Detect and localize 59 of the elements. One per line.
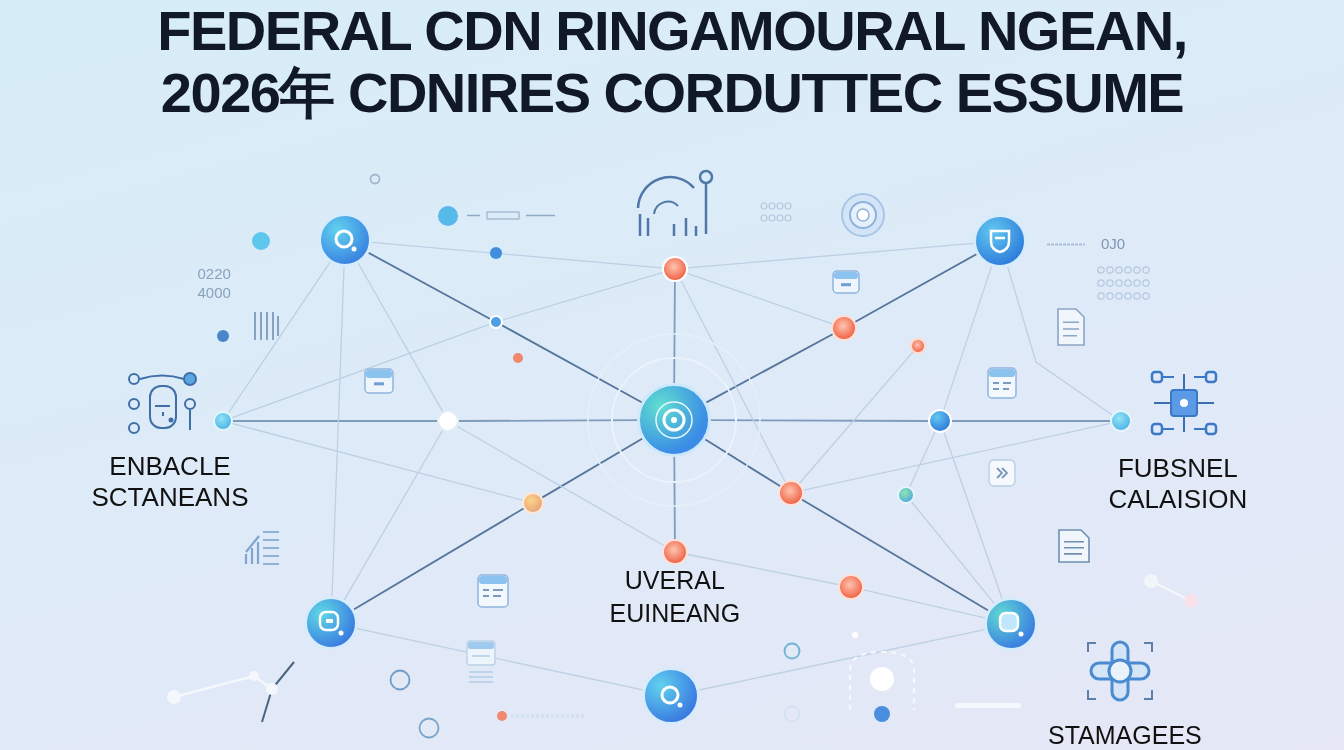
connector-line bbox=[331, 266, 345, 597]
title: FEDERAL CDN RINGAMOURAL NGEAN, 2026年 CDNIRES CORDUTTEC ESSUME bbox=[156, 0, 1188, 124]
node-circle bbox=[838, 574, 864, 600]
connector-line bbox=[803, 422, 1111, 491]
category-label: STAMAGEES bbox=[1048, 720, 1202, 750]
connector-line bbox=[705, 333, 834, 404]
connector-line bbox=[698, 628, 986, 691]
connector-line bbox=[357, 262, 444, 413]
node-circle bbox=[910, 338, 926, 354]
node-circle bbox=[522, 492, 544, 514]
connector-line bbox=[680, 279, 786, 483]
connector-line bbox=[456, 425, 665, 547]
connector-line bbox=[231, 323, 491, 419]
connector-line bbox=[371, 241, 663, 269]
hub-circle bbox=[984, 597, 1038, 651]
number-text: 4000 bbox=[197, 284, 231, 302]
node-circle bbox=[662, 256, 688, 282]
node-circle bbox=[897, 486, 915, 504]
connector-line bbox=[686, 272, 833, 325]
connector-line bbox=[943, 265, 993, 411]
connector-line bbox=[911, 501, 995, 604]
node-circle bbox=[213, 411, 233, 431]
node-circle bbox=[831, 315, 857, 341]
connector-line bbox=[704, 438, 781, 487]
connector-line bbox=[854, 253, 978, 323]
node-circle bbox=[778, 480, 804, 506]
connector-line bbox=[232, 420, 438, 422]
connector-line bbox=[687, 242, 974, 269]
category-label: FUBSNEL CALAISION bbox=[1108, 453, 1248, 515]
connector-line bbox=[951, 420, 1111, 422]
connector-line bbox=[367, 252, 491, 320]
connector-line bbox=[227, 261, 331, 414]
node-circle bbox=[489, 315, 503, 329]
connector-line bbox=[541, 437, 643, 499]
node-circle bbox=[437, 410, 459, 432]
number-text: 0220 bbox=[197, 265, 231, 283]
category-label: UVERAL EUINEANG bbox=[609, 565, 741, 629]
connector-line bbox=[356, 628, 644, 691]
connector-line bbox=[909, 431, 936, 488]
connector-line bbox=[710, 419, 929, 422]
connector-line bbox=[943, 431, 1003, 600]
connector-line bbox=[501, 324, 643, 404]
node-circle bbox=[662, 539, 688, 565]
connector-line bbox=[673, 281, 676, 384]
node-circle bbox=[928, 409, 952, 433]
connector-line bbox=[798, 351, 914, 484]
connector-line bbox=[1007, 266, 1113, 416]
connector-line bbox=[502, 272, 664, 321]
connector-line bbox=[232, 422, 524, 501]
connector-line bbox=[458, 419, 638, 422]
connector-line bbox=[343, 429, 444, 601]
connector-line bbox=[801, 498, 989, 612]
connector-line bbox=[863, 589, 986, 619]
connector-line bbox=[673, 456, 676, 540]
connector-line bbox=[353, 507, 525, 611]
connector-line bbox=[687, 553, 839, 586]
node-circle bbox=[1110, 410, 1132, 432]
number-text: 0J0 bbox=[1101, 235, 1126, 253]
category-label: ENBACLE SCTANEANS bbox=[91, 451, 249, 513]
